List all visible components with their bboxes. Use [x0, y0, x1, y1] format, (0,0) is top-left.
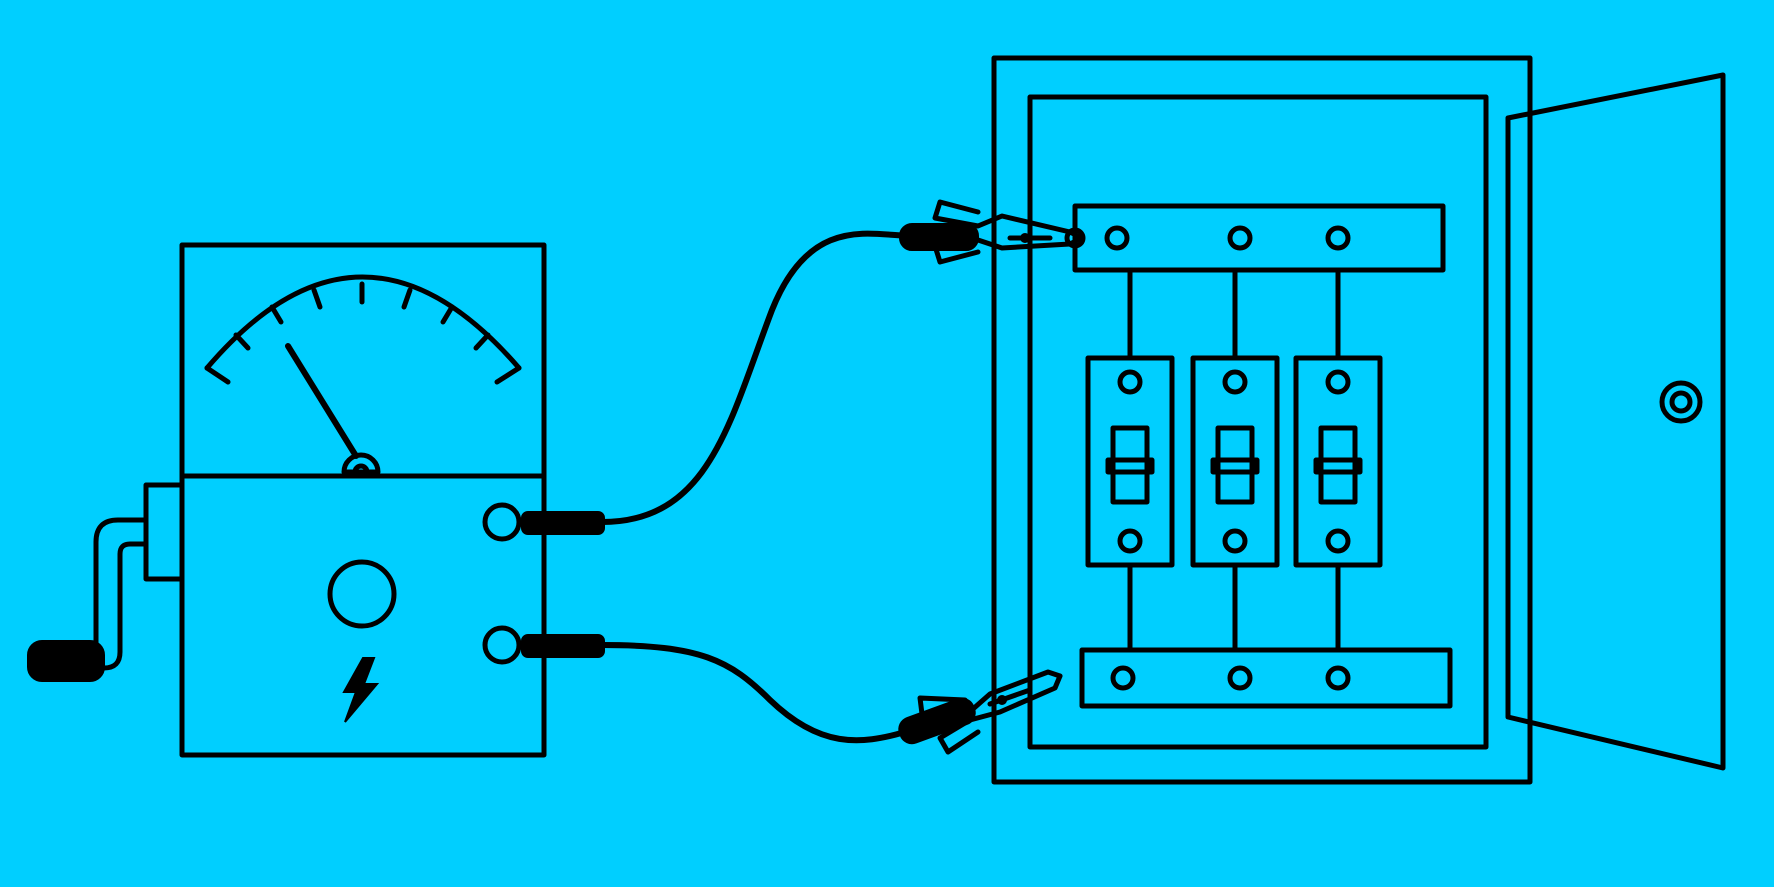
control-knob-icon: [327, 559, 397, 629]
busbar-screw: [1110, 665, 1136, 691]
dial-end-tick-left: [204, 365, 231, 385]
terminal-lower: [482, 625, 605, 665]
busbar-screw: [1227, 665, 1253, 691]
dial-tick: [269, 304, 284, 325]
breaker-terminal: [1222, 528, 1248, 554]
breaker-terminal: [1117, 369, 1143, 395]
lightning-bolt-icon: [342, 657, 380, 723]
breaker-toggle: [1110, 425, 1150, 505]
alligator-clip-icon: [899, 199, 1085, 265]
dial-tick: [473, 332, 491, 351]
circuit-breaker-icon: [1085, 267, 1175, 653]
analog-dial-icon: [204, 274, 522, 475]
breaker-toggle: [1215, 425, 1255, 505]
breaker-terminal: [1222, 369, 1248, 395]
test-leads: [599, 199, 1085, 755]
crank-arm: [93, 517, 149, 655]
door-latch-icon: [1659, 380, 1703, 424]
distribution-panel: [991, 55, 1726, 785]
lead-plug: [521, 634, 605, 658]
crank-handle-icon: [27, 640, 105, 682]
lead-plug: [521, 511, 605, 535]
clip-jaw-upper: [917, 669, 1063, 719]
alligator-clip-icon: [898, 669, 1063, 755]
crank-mount: [143, 482, 185, 582]
dial-scale-arc: [204, 274, 522, 371]
breaker-body: [1293, 355, 1383, 568]
needle-pivot: [341, 452, 381, 475]
breaker-body: [1085, 355, 1175, 568]
needle-pivot-inner: [352, 463, 370, 475]
breaker-terminal: [1325, 528, 1351, 554]
clip-teeth: [987, 687, 1033, 707]
crank-arm-inner: [101, 541, 149, 671]
busbar-screw: [1104, 225, 1130, 251]
dial-tick: [440, 304, 455, 325]
breaker-toggle-lever: [1105, 457, 1155, 475]
panel-enclosure: [991, 55, 1533, 785]
test-lead-cable-upper: [599, 230, 913, 525]
door-latch-inner: [1669, 390, 1693, 414]
insulation-tester: [27, 242, 605, 758]
dial-needle: [285, 343, 359, 459]
terminal-ring: [482, 502, 522, 542]
breaker-body: [1190, 355, 1280, 568]
panel-door: [1505, 72, 1726, 771]
busbar-screw: [1064, 227, 1086, 249]
dial-tick: [401, 287, 413, 310]
terminal-ring: [482, 625, 522, 665]
busbar-screw: [1227, 225, 1253, 251]
busbar-top: [1072, 203, 1446, 273]
dial-tick: [311, 287, 323, 310]
test-lead-cable-lower: [599, 642, 908, 744]
breaker-terminal: [1325, 369, 1351, 395]
breaker-toggle-lever: [1210, 457, 1260, 475]
breaker-toggle: [1318, 425, 1358, 505]
panel-inner-frame: [1027, 94, 1489, 750]
circuit-breaker-icon: [1293, 267, 1383, 653]
clip-jaw-lower: [937, 673, 1063, 755]
dial-tick: [233, 332, 251, 351]
busbar-screw: [1325, 225, 1351, 251]
breaker-terminal: [1117, 528, 1143, 554]
busbar-screw: [1325, 665, 1351, 691]
breaker-toggle-lever: [1313, 457, 1363, 475]
busbar-bottom: [1079, 647, 1453, 709]
dial-end-tick-right: [494, 365, 522, 385]
circuit-breaker-icon: [1190, 267, 1280, 653]
